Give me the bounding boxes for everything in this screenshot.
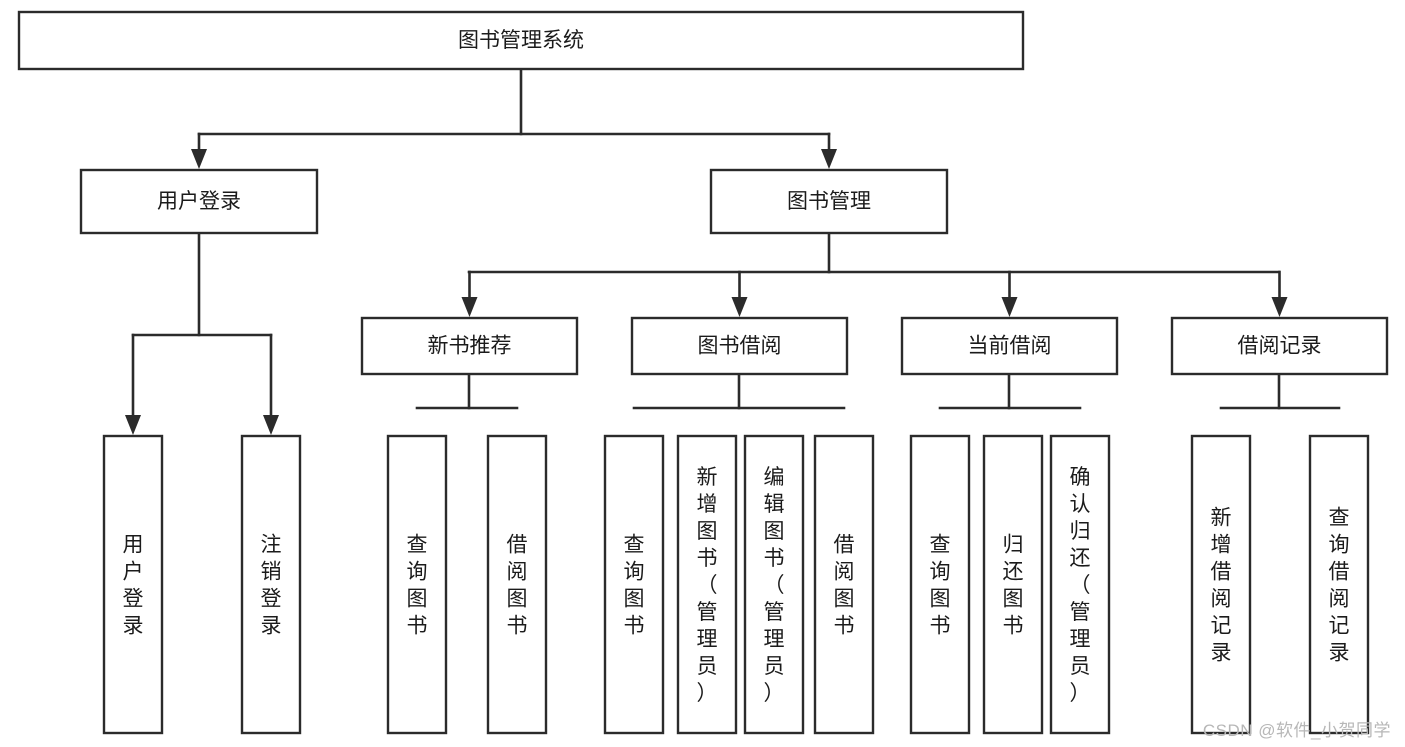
edge-book-manage-to-book-borrow xyxy=(731,270,748,317)
node-label: 新书推荐 xyxy=(428,335,512,358)
node-current-borrow[interactable]: 当前借阅 xyxy=(900,316,1119,376)
node-book-manage[interactable]: 图书管理 xyxy=(709,168,949,235)
node-label: 查询图书 xyxy=(930,534,951,638)
node-box[interactable] xyxy=(486,434,548,735)
connector-group xyxy=(632,372,846,410)
node-box[interactable] xyxy=(709,168,949,235)
node-box[interactable] xyxy=(1049,434,1111,735)
node-leaf-confirm-return[interactable]: 确认归还（管理员） xyxy=(1049,434,1111,735)
node-label: 用户登录 xyxy=(157,190,241,213)
node-box[interactable] xyxy=(102,434,164,735)
node-layer: 图书管理系统用户登录图书管理新书推荐图书借阅当前借阅借阅记录用户登录注销登录查询… xyxy=(17,10,1389,735)
arrow-head-icon xyxy=(461,297,478,317)
node-label: 新增图书（管理员） xyxy=(697,466,718,705)
arrow-head-icon xyxy=(1001,297,1018,317)
node-label: 当前借阅 xyxy=(968,335,1052,358)
node-box[interactable] xyxy=(909,434,971,735)
node-label: 图书管理系统 xyxy=(458,29,584,52)
edge-root-to-book-manage xyxy=(821,132,837,169)
arrow-head-icon xyxy=(1271,297,1288,317)
node-leaf-user-logout[interactable]: 注销登录 xyxy=(240,434,302,735)
node-label: 查询借阅记录 xyxy=(1329,507,1350,665)
edge-book-manage-to-new-book-recommend xyxy=(461,270,478,317)
node-leaf-borrow-book-2[interactable]: 借阅图书 xyxy=(813,434,875,735)
node-label: 用户登录 xyxy=(123,534,144,638)
edge-book-manage-to-borrow-record xyxy=(1271,270,1288,317)
node-leaf-user-login[interactable]: 用户登录 xyxy=(102,434,164,735)
node-leaf-edit-book[interactable]: 编辑图书（管理员） xyxy=(743,434,805,735)
node-new-book-recommend[interactable]: 新书推荐 xyxy=(360,316,579,376)
connector-group xyxy=(938,372,1082,410)
node-box[interactable] xyxy=(17,10,1025,71)
node-box[interactable] xyxy=(603,434,665,735)
node-leaf-add-book[interactable]: 新增图书（管理员） xyxy=(676,434,738,735)
node-borrow-record[interactable]: 借阅记录 xyxy=(1170,316,1389,376)
node-leaf-query-book-2[interactable]: 查询图书 xyxy=(603,434,665,735)
node-label: 确认归还（管理员） xyxy=(1070,466,1091,705)
edge-book-manage-to-current-borrow xyxy=(1001,270,1018,317)
node-box[interactable] xyxy=(900,316,1119,376)
node-user-login[interactable]: 用户登录 xyxy=(79,168,319,235)
node-box[interactable] xyxy=(1308,434,1370,735)
node-box[interactable] xyxy=(813,434,875,735)
node-label: 查询图书 xyxy=(407,534,428,638)
node-box[interactable] xyxy=(982,434,1044,735)
arrow-head-icon xyxy=(125,415,141,435)
arrow-head-icon xyxy=(821,149,837,169)
node-box[interactable] xyxy=(79,168,319,235)
node-box[interactable] xyxy=(360,316,579,376)
edge-root-to-user-login xyxy=(191,132,207,169)
connector-group xyxy=(197,67,831,136)
node-label: 借阅图书 xyxy=(507,534,528,638)
node-label: 归还图书 xyxy=(1003,534,1024,638)
node-leaf-query-book-3[interactable]: 查询图书 xyxy=(909,434,971,735)
node-label: 图书借阅 xyxy=(698,335,782,358)
watermark-text: CSDN @软件_小贺同学 xyxy=(1202,721,1391,740)
node-root[interactable]: 图书管理系统 xyxy=(17,10,1025,71)
node-box[interactable] xyxy=(386,434,448,735)
connector-group xyxy=(1219,372,1341,410)
node-label: 注销登录 xyxy=(261,534,282,638)
arrow-head-icon xyxy=(731,297,748,317)
node-box[interactable] xyxy=(743,434,805,735)
connector-group xyxy=(131,231,273,337)
edge-user-login-to-leaf-user-login xyxy=(125,333,141,435)
node-label: 查询图书 xyxy=(624,534,645,638)
connector-group xyxy=(467,231,1281,274)
node-leaf-query-record[interactable]: 查询借阅记录 xyxy=(1308,434,1370,735)
node-box[interactable] xyxy=(240,434,302,735)
node-box[interactable] xyxy=(630,316,849,376)
node-label: 编辑图书（管理员） xyxy=(764,466,785,705)
node-leaf-borrow-book-1[interactable]: 借阅图书 xyxy=(486,434,548,735)
node-leaf-add-record[interactable]: 新增借阅记录 xyxy=(1190,434,1252,735)
node-leaf-return-book[interactable]: 归还图书 xyxy=(982,434,1044,735)
node-label: 借阅图书 xyxy=(834,534,855,638)
node-box[interactable] xyxy=(1190,434,1252,735)
node-box[interactable] xyxy=(1170,316,1389,376)
node-book-borrow[interactable]: 图书借阅 xyxy=(630,316,849,376)
node-leaf-query-book-1[interactable]: 查询图书 xyxy=(386,434,448,735)
connector-group xyxy=(415,372,519,410)
arrow-head-icon xyxy=(263,415,279,435)
node-label: 借阅记录 xyxy=(1238,335,1322,358)
edge-user-login-to-leaf-user-logout xyxy=(263,333,279,435)
connector-layer xyxy=(125,67,1341,435)
arrow-head-icon xyxy=(191,149,207,169)
node-box[interactable] xyxy=(676,434,738,735)
node-label: 图书管理 xyxy=(787,190,871,213)
node-label: 新增借阅记录 xyxy=(1211,507,1232,665)
